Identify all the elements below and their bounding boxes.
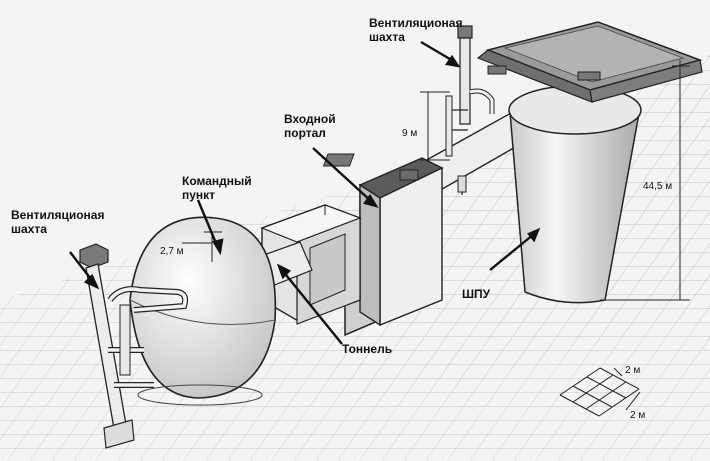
- command-post-dome: [129, 216, 277, 406]
- scale-grid: [559, 367, 641, 417]
- label-arrows: [69, 40, 541, 345]
- label-vent-shaft-right: Вентиляционая шахта: [369, 16, 463, 44]
- vent-shaft-left: [79, 243, 189, 449]
- vent-shaft-right: [445, 25, 495, 157]
- silo-shpu: [476, 21, 703, 304]
- label-entrance-portal: Входной портал: [284, 112, 336, 140]
- tunnel-segment: [245, 204, 362, 325]
- dim-dome-height: 2,7 м: [160, 246, 184, 257]
- dim-portal-shaft-height: 9 м: [402, 128, 418, 139]
- label-command-post: Командный пункт: [182, 174, 252, 202]
- dimension-lines: [182, 60, 690, 301]
- label-tunnel: Тоннель: [342, 342, 393, 356]
- dim-grid-a: 2 м: [625, 365, 641, 376]
- dim-grid-b: 2 м: [630, 410, 646, 421]
- label-shpu: ШПУ: [462, 287, 491, 301]
- dim-silo-depth: 44,5 м: [643, 181, 673, 192]
- entrance-portal: [322, 153, 444, 337]
- label-vent-shaft-left: Вентиляционая шахта: [11, 208, 105, 236]
